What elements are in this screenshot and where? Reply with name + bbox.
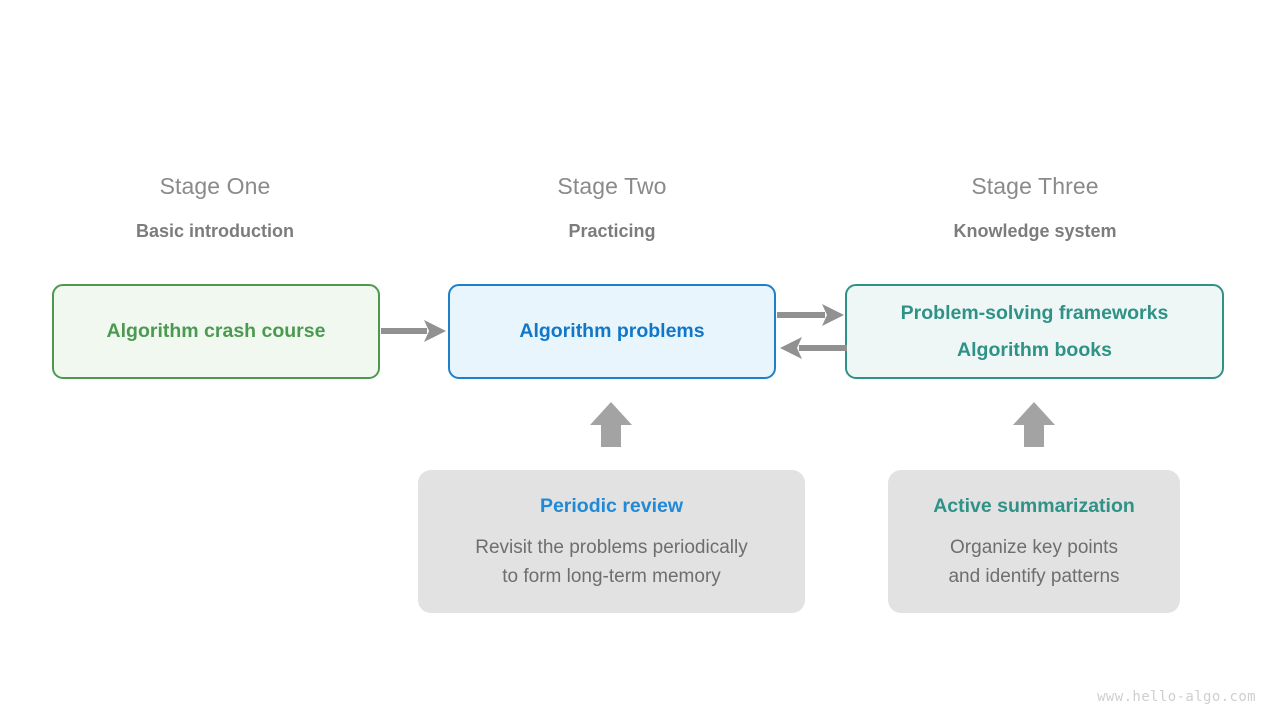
stage-header-one: Stage One Basic introduction: [35, 172, 395, 243]
stage-header-two: Stage Two Practicing: [432, 172, 792, 243]
support-body-line2: to form long-term memory: [502, 565, 721, 587]
node-algorithm-problems[interactable]: Algorithm problems: [448, 284, 776, 379]
arrow-summarization-up: [1013, 402, 1055, 447]
support-body-line1: Organize key points: [950, 536, 1118, 558]
node-algorithm-problems-label: Algorithm problems: [519, 320, 705, 342]
support-box-active-summarization-title: Active summarization: [933, 494, 1135, 517]
watermark-url: www.hello-algo.com: [1097, 689, 1256, 705]
stage-three-title: Stage Three: [971, 173, 1099, 199]
arrow-frameworks-to-problems: [780, 337, 847, 359]
support-box-periodic-review[interactable]: Periodic review Revisit the problems per…: [418, 470, 805, 613]
arrow-review-up: [590, 402, 632, 447]
arrow-problems-to-frameworks: [777, 304, 844, 326]
support-body-line1: Revisit the problems periodically: [475, 536, 748, 558]
node-algorithm-crash-course[interactable]: Algorithm crash course: [52, 284, 380, 379]
support-box-active-summarization[interactable]: Active summarization Organize key points…: [888, 470, 1180, 613]
node-algorithm-crash-course-label: Algorithm crash course: [106, 320, 326, 342]
support-box-periodic-review-title: Periodic review: [539, 494, 684, 517]
stage-two-subtitle: Practicing: [568, 221, 656, 241]
support-box-periodic-review-body: Revisit the problems periodically to for…: [475, 533, 747, 591]
node-books-label: Algorithm books: [957, 338, 1112, 361]
arrow-course-to-problems: [381, 320, 446, 342]
stage-header-three: Stage Three Knowledge system: [855, 172, 1215, 243]
stage-one-title: Stage One: [159, 173, 271, 199]
support-box-active-summarization-body: Organize key points and identify pattern…: [948, 533, 1119, 591]
stage-two-title: Stage Two: [557, 173, 667, 199]
support-body-line2: and identify patterns: [948, 565, 1120, 587]
node-frameworks-label: Problem-solving frameworks: [900, 301, 1169, 324]
node-frameworks-and-books[interactable]: Problem-solving frameworks Algorithm boo…: [845, 284, 1224, 379]
stage-one-subtitle: Basic introduction: [135, 221, 294, 241]
stage-three-subtitle: Knowledge system: [953, 221, 1117, 241]
